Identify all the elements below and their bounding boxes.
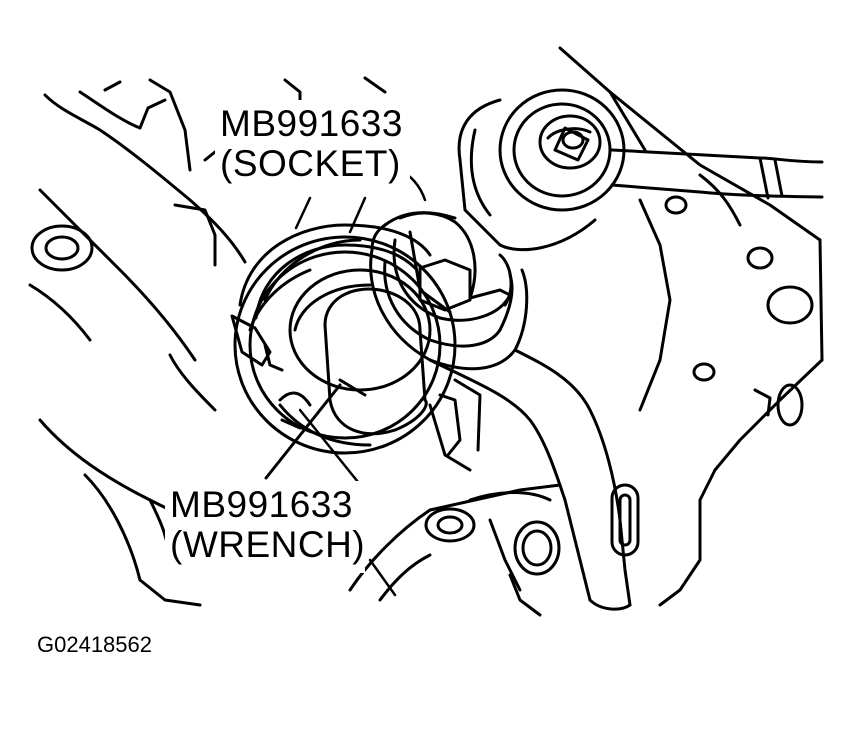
socket-name: (SOCKET)	[220, 143, 401, 184]
engine-block	[28, 46, 824, 617]
wrench-callout: MB991633 (WRENCH)	[170, 485, 365, 565]
socket-part-number: MB991633	[220, 103, 403, 144]
socket-label-mask	[215, 100, 410, 192]
leader-lines	[264, 168, 427, 597]
ratchet-handle	[457, 88, 824, 252]
bearing-nut	[323, 287, 482, 472]
socket-callout: MB991633 (SOCKET)	[220, 104, 403, 184]
wrench-label-mask	[165, 481, 365, 573]
wrench-tool	[369, 211, 632, 611]
figure-code: G02418562	[37, 632, 152, 657]
wrench-part-number: MB991633	[170, 484, 353, 525]
snap-ring	[230, 223, 432, 430]
hub-housing	[233, 235, 457, 455]
wrench-name: (WRENCH)	[170, 524, 366, 565]
